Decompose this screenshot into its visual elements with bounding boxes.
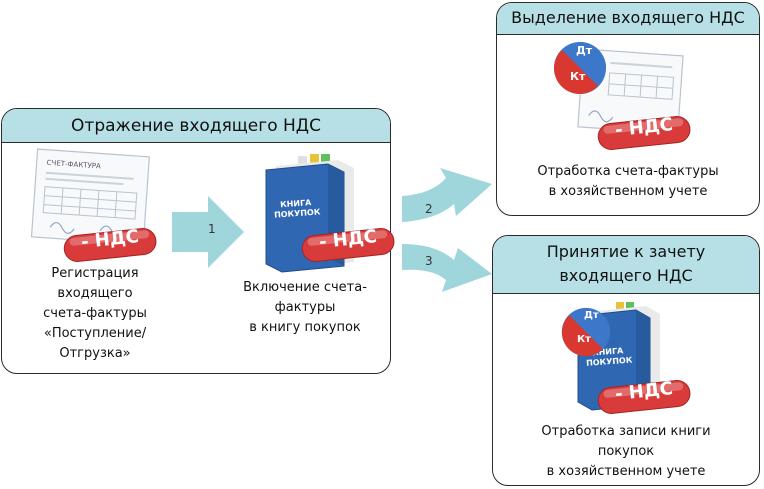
- svg-text:ПОКУПОК: ПОКУПОК: [586, 356, 633, 368]
- arrow-2-label: 2: [425, 202, 433, 216]
- bottom-right-caption-line3: в хозяйственном учете: [546, 464, 706, 479]
- arrow-1-label: 1: [208, 222, 216, 236]
- bottom-right-title-line1: Принятие к зачету: [546, 242, 706, 261]
- invoice-doc-title: СЧЕТ-ФАКТУРА: [46, 159, 101, 171]
- bottom-right-caption-line1: Отработка записи книги: [541, 424, 711, 439]
- step1-caption-line3: счета-фактуры: [43, 306, 147, 321]
- arrow-1: [172, 196, 244, 268]
- bottom-right-caption-line2: покупок: [597, 444, 655, 459]
- step1-caption-line5: Отгрузка»: [59, 346, 131, 361]
- vat-badge-bottom-right: [597, 380, 691, 414]
- vat-badge-step2: [301, 228, 395, 262]
- vat-badge-step1: [63, 228, 157, 262]
- vat-badge-top-right: [597, 116, 691, 150]
- top-right-panel-title: Выделение входящего НДС: [497, 3, 759, 35]
- bottom-right-caption: Отработка записи книги покупок в хозяйст…: [502, 422, 750, 482]
- credit-label-bottom: Кт: [577, 334, 591, 345]
- top-right-caption: Отработка счета-фактуры в хозяйственном …: [506, 162, 750, 202]
- bottom-right-title-line2: входящего НДС: [559, 266, 693, 285]
- step2-caption-line1: Включение счета-: [243, 280, 367, 295]
- credit-label-top: Кт: [570, 70, 586, 83]
- step1-caption: Регистрация входящего счета-фактуры «Пос…: [20, 264, 170, 364]
- debit-credit-icon-bottom: [561, 307, 611, 357]
- step2-caption-line2: фактуры: [274, 300, 336, 315]
- arrow-2: [402, 168, 492, 222]
- debit-credit-icon: [554, 42, 606, 94]
- debit-label-bottom: Дт: [584, 310, 599, 321]
- svg-text:КНИГА: КНИГА: [592, 346, 625, 357]
- step2-caption-line3: в книгу покупок: [249, 320, 361, 335]
- step1-caption-line1: Регистрация: [51, 266, 139, 281]
- svg-text:КНИГА: КНИГА: [280, 198, 313, 209]
- left-panel-title: Отражение входящего НДС: [2, 109, 390, 143]
- debit-label-top: Дт: [576, 44, 593, 57]
- invoice-document-icon: СЧЕТ-ФАКТУРА: [30, 148, 150, 246]
- step1-caption-line4: «Поступление/: [43, 326, 147, 341]
- svg-text:ПОКУПОК: ПОКУПОК: [274, 207, 321, 219]
- step1-caption-line2: входящего: [57, 286, 133, 301]
- top-right-caption-line1: Отработка счета-фактуры: [537, 164, 719, 179]
- top-right-caption-line2: в хозяйственном учете: [548, 184, 708, 199]
- bottom-right-panel-title: Принятие к зачету входящего НДС: [493, 236, 759, 294]
- arrow-3: [402, 244, 492, 292]
- top-right-panel: Выделение входящего НДС: [496, 2, 760, 216]
- arrow-3-label: 3: [425, 254, 433, 268]
- step2-caption: Включение счета- фактуры в книгу покупок: [225, 278, 385, 338]
